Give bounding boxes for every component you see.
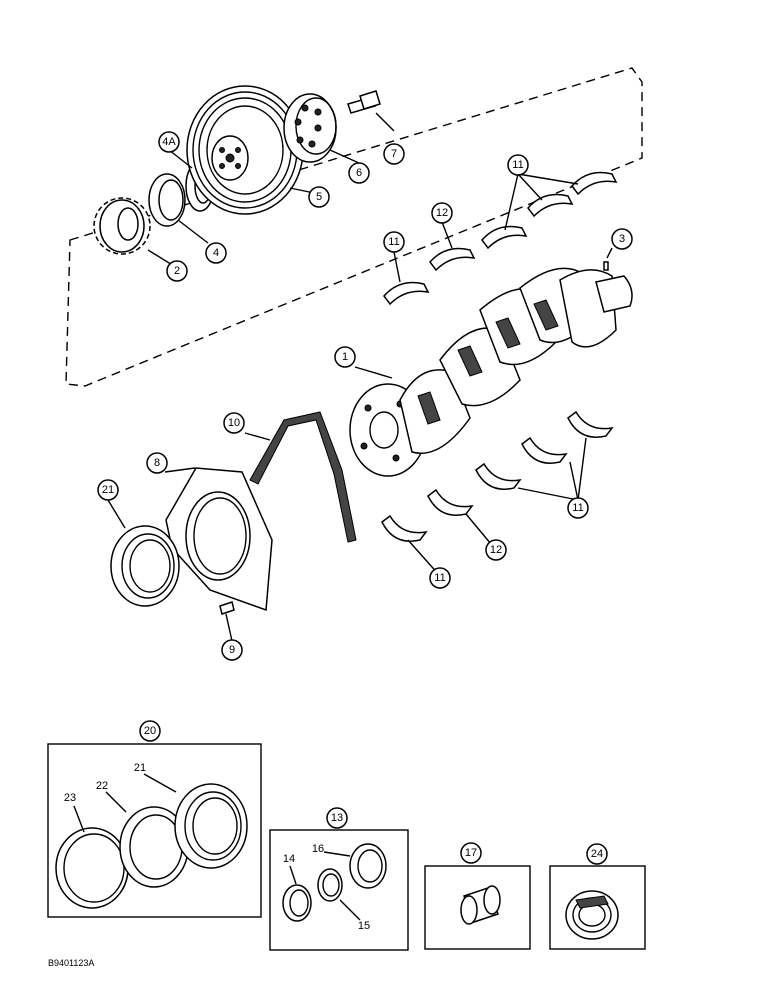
callout-21-upper-label: 21 (102, 484, 114, 496)
pulley-hub (283, 93, 337, 163)
callout-5-label: 5 (316, 191, 322, 203)
callout-11-lower-left-label: 11 (434, 572, 445, 584)
callout-9: 9 (221, 639, 243, 661)
callout-8: 8 (146, 452, 168, 474)
label-16: 16 (312, 843, 324, 855)
rear-seal-housing (165, 467, 273, 612)
dowel-pin (603, 261, 609, 271)
callout-12-lower: 12 (485, 539, 507, 561)
callout-24-label: 24 (591, 848, 603, 860)
kit-box-13: 13 14 16 15 (269, 807, 409, 951)
crank-gear (93, 197, 151, 255)
callout-20-label: 20 (144, 725, 156, 737)
dashed-group-outline (65, 67, 643, 387)
callout-4a: 4A (158, 131, 180, 153)
callout-10-label: 10 (228, 417, 240, 429)
callout-13-label: 13 (331, 812, 343, 824)
callout-9-label: 9 (229, 644, 235, 656)
callout-4: 4 (205, 242, 227, 264)
label-14: 14 (283, 853, 295, 865)
callout-4a-label: 4A (162, 136, 176, 148)
callout-3: 3 (611, 228, 633, 250)
crankshaft (349, 267, 633, 477)
callout-12-top-label: 12 (436, 207, 448, 219)
upper-bearing-shells (383, 171, 618, 306)
callout-1: 1 (334, 346, 356, 368)
kit-box-17: 17 (424, 842, 531, 950)
kit-box-24: 24 (549, 843, 646, 950)
callout-21-upper: 21 (97, 479, 119, 501)
figure-id: B9401123A (48, 958, 94, 968)
callout-3-label: 3 (619, 233, 625, 245)
callout-6: 6 (348, 162, 370, 184)
label-15: 15 (358, 920, 370, 932)
wear-sleeve (148, 173, 186, 227)
label-21: 21 (134, 762, 146, 774)
label-23: 23 (64, 792, 76, 804)
housing-bolt (219, 601, 235, 615)
callout-11-top-left-label: 11 (388, 236, 399, 248)
label-22: 22 (96, 780, 108, 792)
rear-seal (110, 525, 180, 607)
callout-11-top-left: 11 (383, 231, 405, 253)
callout-1-label: 1 (342, 351, 348, 363)
callout-7-label: 7 (391, 148, 397, 160)
callout-8-label: 8 (154, 457, 160, 469)
callout-2-label: 2 (174, 265, 180, 277)
callout-4-label: 4 (213, 247, 219, 259)
callout-11-lower-right: 11 (567, 497, 589, 519)
leader-lines (107, 112, 613, 642)
callout-5: 5 (308, 186, 330, 208)
callout-6-label: 6 (356, 167, 362, 179)
kit-box-20: 20 23 22 21 (47, 720, 262, 918)
callout-7: 7 (383, 143, 405, 165)
rear-gasket (249, 411, 357, 543)
callout-12-lower-label: 12 (490, 544, 502, 556)
lower-bearing-shells (381, 410, 614, 542)
callout-11-top-right: 11 (507, 154, 529, 176)
callout-2: 2 (166, 260, 188, 282)
callout-11-lower-left: 11 (429, 567, 451, 589)
callout-10: 10 (223, 412, 245, 434)
pulley-bolt (347, 90, 381, 114)
callout-11-top-right-label: 11 (512, 159, 523, 171)
callout-12-top: 12 (431, 202, 453, 224)
callout-17-label: 17 (465, 847, 477, 859)
crank-pulley (186, 85, 304, 215)
callout-11-lower-right-label: 11 (572, 502, 583, 514)
